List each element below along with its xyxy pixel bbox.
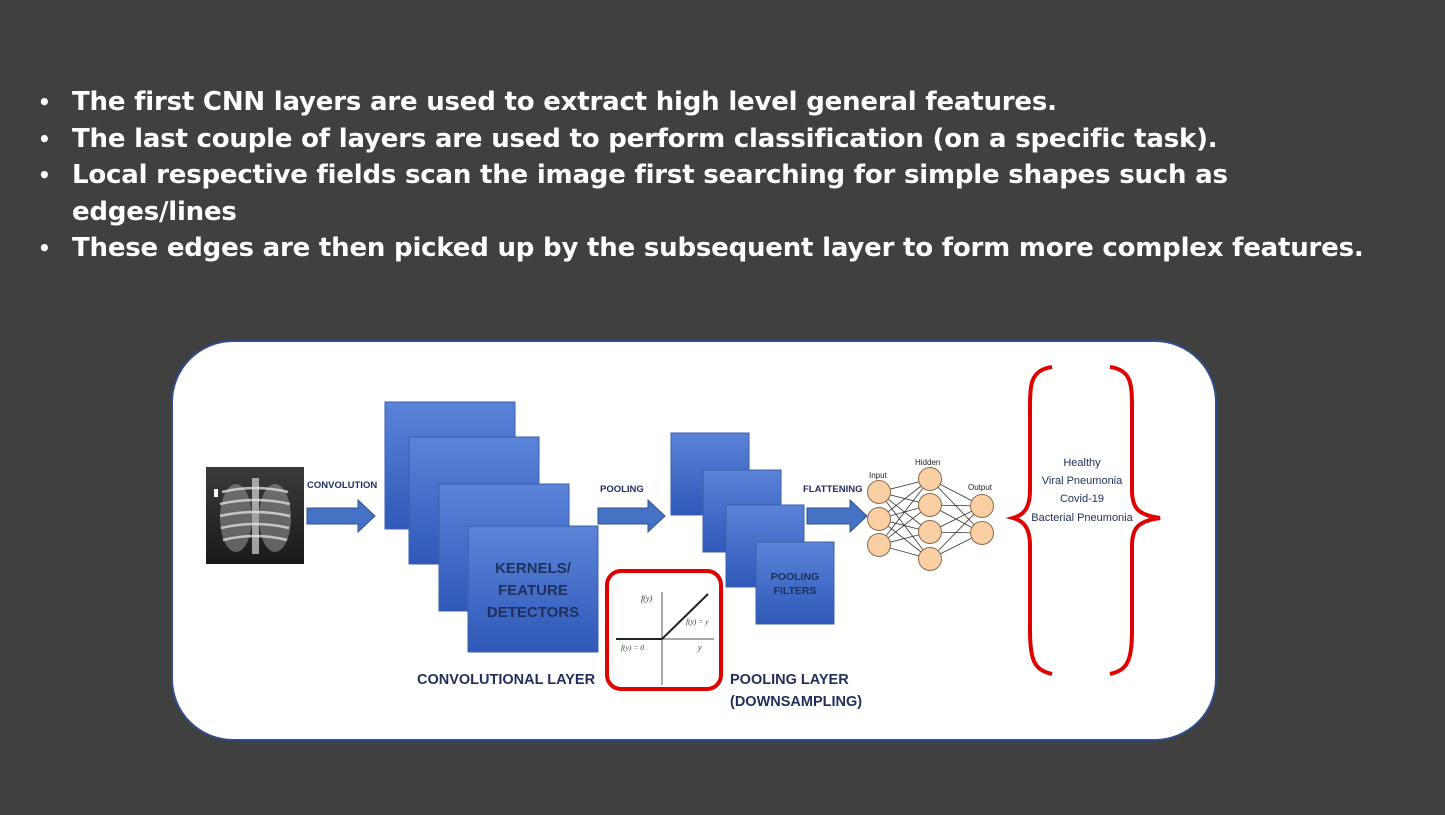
bullet-marker: • (38, 236, 51, 260)
fully-connected-network: Input Hidden Output (867, 458, 994, 571)
kernels-label-line2: FEATURE (498, 582, 568, 599)
pooling-layer-caption-line2: (DOWNSAMPLING) (730, 694, 862, 710)
pooling-filters-label-line2: FILTERS (774, 585, 817, 597)
kernels-label-line1: KERNELS/ (495, 560, 572, 577)
input-neuron (867, 533, 891, 557)
output-neuron (970, 494, 994, 518)
network-connections (878, 477, 983, 561)
nn-output-label: Output (968, 483, 993, 492)
hidden-neuron (918, 520, 942, 544)
pooling-label: POOLING (600, 484, 644, 495)
flattening-label: FLATTENING (803, 484, 862, 495)
left-brace (1005, 365, 1053, 676)
bullet-item: • The first CNN layers are used to extrac… (38, 84, 1438, 121)
relu-graph: f(y) f(y) = y f(y) = 0 y (605, 569, 723, 691)
bullet-text-continuation: edges/lines (72, 196, 237, 227)
pooling-arrow (597, 498, 666, 534)
output-neuron (970, 521, 994, 545)
class-label: Bacterial Pneumonia (1031, 512, 1133, 524)
right-brace (1109, 365, 1161, 676)
bullet-item: • The last couple of layers are used to p… (38, 121, 1438, 158)
convolution-arrow (306, 498, 376, 534)
bullet-item: • These edges are then picked up by the s… (38, 230, 1438, 267)
pooling-layer-caption-line1: POOLING LAYER (730, 672, 849, 688)
bullet-marker: • (38, 90, 51, 114)
bullet-marker: • (38, 126, 51, 151)
nn-hidden-label: Hidden (915, 458, 940, 467)
bullet-text: The first CNN layers are used to extract… (72, 87, 1057, 117)
convolutional-layer-caption: CONVOLUTIONAL LAYER (417, 672, 596, 688)
bullet-item: • Local respective fields scan the image … (38, 157, 1438, 230)
input-neuron (867, 507, 891, 531)
pooling-feature-maps (670, 432, 835, 625)
pooling-filters-label-line1: POOLING (771, 571, 819, 583)
convolution-label: CONVOLUTION (307, 480, 377, 491)
kernels-label-line3: DETECTORS (487, 604, 579, 621)
class-label: Healthy (1063, 457, 1101, 469)
xray-image (206, 467, 304, 564)
bullet-marker: • (38, 163, 51, 187)
relu-fy-eq-y-label: f(y) = y (686, 617, 709, 626)
class-label: Viral Pneumonia (1042, 475, 1123, 487)
bullet-text: Local respective fields scan the image f… (72, 160, 1228, 190)
input-neuron (867, 480, 891, 504)
class-label: Covid-19 (1060, 493, 1104, 505)
hidden-neuron (918, 467, 942, 491)
hidden-neuron (918, 493, 942, 517)
convolution-feature-maps (384, 401, 599, 653)
nn-input-label: Input (869, 471, 888, 480)
hidden-neuron (918, 547, 942, 571)
relu-y-label: y (697, 643, 702, 652)
flattening-arrow (806, 498, 868, 534)
bullet-text: These edges are then picked up by the su… (72, 233, 1364, 263)
relu-fy-label: f(y) (641, 594, 652, 603)
bullet-text: The last couple of layers are used to pe… (72, 123, 1218, 154)
relu-fy-eq-0-label: f(y) = 0 (621, 643, 644, 652)
bullet-list: • The first CNN layers are used to extrac… (38, 84, 1438, 267)
